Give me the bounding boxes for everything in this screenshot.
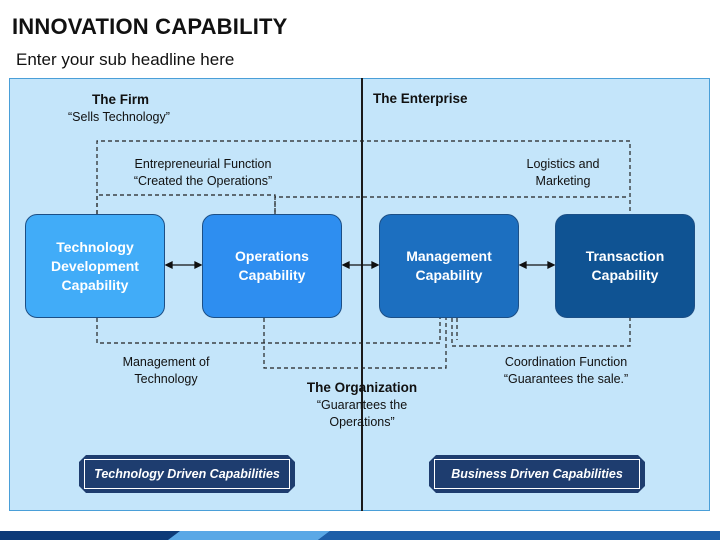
coordination-function-label: Coordination Function “Guarantees the sa… (503, 355, 629, 386)
enterprise-title: The Enterprise (373, 91, 468, 106)
arrow-head (164, 260, 173, 270)
management-of-technology-label: Management of Technology (122, 355, 210, 386)
arrow-head (547, 260, 556, 270)
bottom-decor-bar (0, 531, 720, 540)
logistics-label: Logistics and Marketing (526, 157, 600, 188)
page-title: INNOVATION CAPABILITY (12, 14, 288, 39)
connector-management-tech (96, 318, 441, 344)
badge-technology-driven: Technology Driven Capabilities (79, 455, 295, 493)
firm-quote: “Sells Technology” (68, 110, 170, 124)
firm-title: The Firm (92, 92, 150, 107)
page-subtitle: Enter your sub headline here (16, 50, 235, 69)
box-operations: Operations Capability (202, 214, 342, 318)
box-technology-development: Technology Development Capability (25, 214, 165, 318)
arrow-head (371, 260, 380, 270)
organization-title: The Organization (306, 380, 418, 395)
connector-coordination (451, 318, 631, 347)
badge-business-driven: Business Driven Capabilities (429, 455, 645, 493)
arrow-head (518, 260, 527, 270)
arrow-head (194, 260, 203, 270)
arrow-head (341, 260, 350, 270)
box-transaction: Transaction Capability (555, 214, 695, 318)
connector-firm-loop (96, 140, 631, 214)
connector-organization (263, 318, 447, 369)
connector-entrepreneurial (96, 194, 276, 214)
box-management: Management Capability (379, 214, 519, 318)
connector-logistics (274, 196, 628, 214)
organization-quote: “Guarantees the Operations” (316, 398, 408, 429)
center-divider (361, 78, 363, 511)
entrepreneurial-function-label: Entrepreneurial Function “Created the Op… (133, 157, 273, 188)
